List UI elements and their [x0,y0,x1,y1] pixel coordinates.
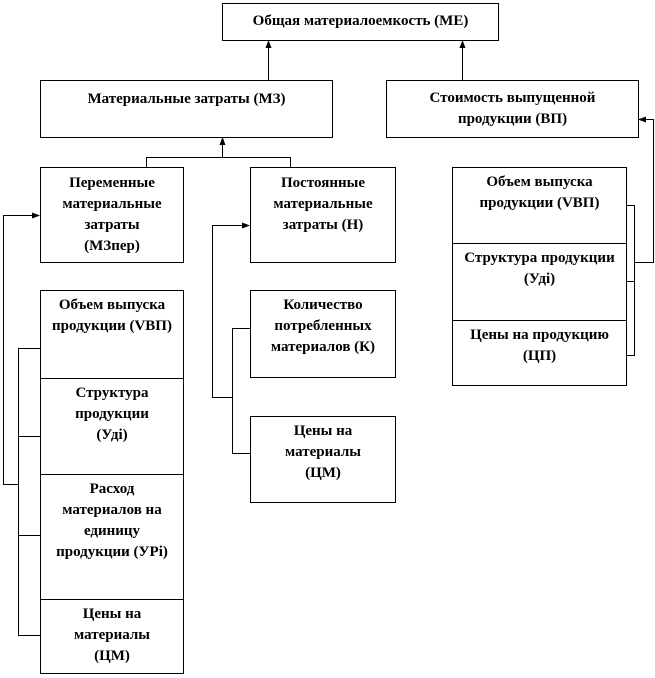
variable-factor-item: Объем выпуска продукции (VВП) [41,291,183,378]
fixed-factor-item: Цены на материалы (ЦМ) [250,416,396,503]
output-value-label: Стоимость выпущенной продукции (ВП) [429,90,596,127]
variable-factor-item: Расход материалов на единицу продукции (… [41,474,183,599]
output-factor-item: Структура продукции (Удi) [453,243,626,320]
arrow-to-variable [3,212,40,485]
factor-label: Количество потребленных материалов (К) [270,297,376,355]
factor-label: Структура продукции (Удi) [464,250,615,287]
arrow-to-fixed [212,222,250,398]
node-fixed-costs: Постоянные материальные затраты (Н) [250,167,396,263]
fixed-factor-item: Количество потребленных материалов (К) [250,290,396,378]
bracket-output-factors [626,205,635,356]
node-output-value: Стоимость выпущенной продукции (ВП) [386,80,639,138]
bracket-fixed-factors [232,328,250,454]
factor-label: Цены на материалы (ЦМ) [285,423,361,481]
factor-label: Расход материалов на единицу продукции (… [56,481,168,560]
factor-label: Цены на продукцию (ЦП) [470,327,609,364]
output-factors-stack: Объем выпуска продукции (VВП) Структура … [452,167,627,386]
fixed-costs-label: Постоянные материальные затраты (Н) [273,175,373,233]
material-costs-label: Материальные затраты (МЗ) [87,91,286,107]
variable-factor-item: Цены на материалы (ЦМ) [41,599,183,675]
bracket-variable-factors [18,348,40,636]
root-node-me: Общая материалоемкость (МЕ) [222,3,499,41]
root-label: Общая материалоемкость (МЕ) [252,13,469,29]
factor-label: Объем выпуска продукции (VВП) [479,174,600,211]
variable-costs-label: Переменные материальные затраты (МЗпер) [62,175,162,254]
arrow-to-vp [634,116,654,263]
node-material-costs: Материальные затраты (МЗ) [40,80,333,138]
node-variable-costs: Переменные материальные затраты (МЗпер) [40,167,184,263]
factor-label: Цены на материалы (ЦМ) [74,606,150,664]
factor-label: Объем выпуска продукции (VВП) [52,297,172,334]
output-factor-item: Цены на продукцию (ЦП) [453,320,626,387]
output-factor-item: Объем выпуска продукции (VВП) [453,168,626,243]
variable-factor-item: Структура продукции (Удi) [41,378,183,474]
connector-var-fixed [146,157,291,167]
factor-label: Структура продукции (Удi) [75,385,149,443]
variable-factors-stack: Объем выпуска продукции (VВП) Структура … [40,290,184,674]
